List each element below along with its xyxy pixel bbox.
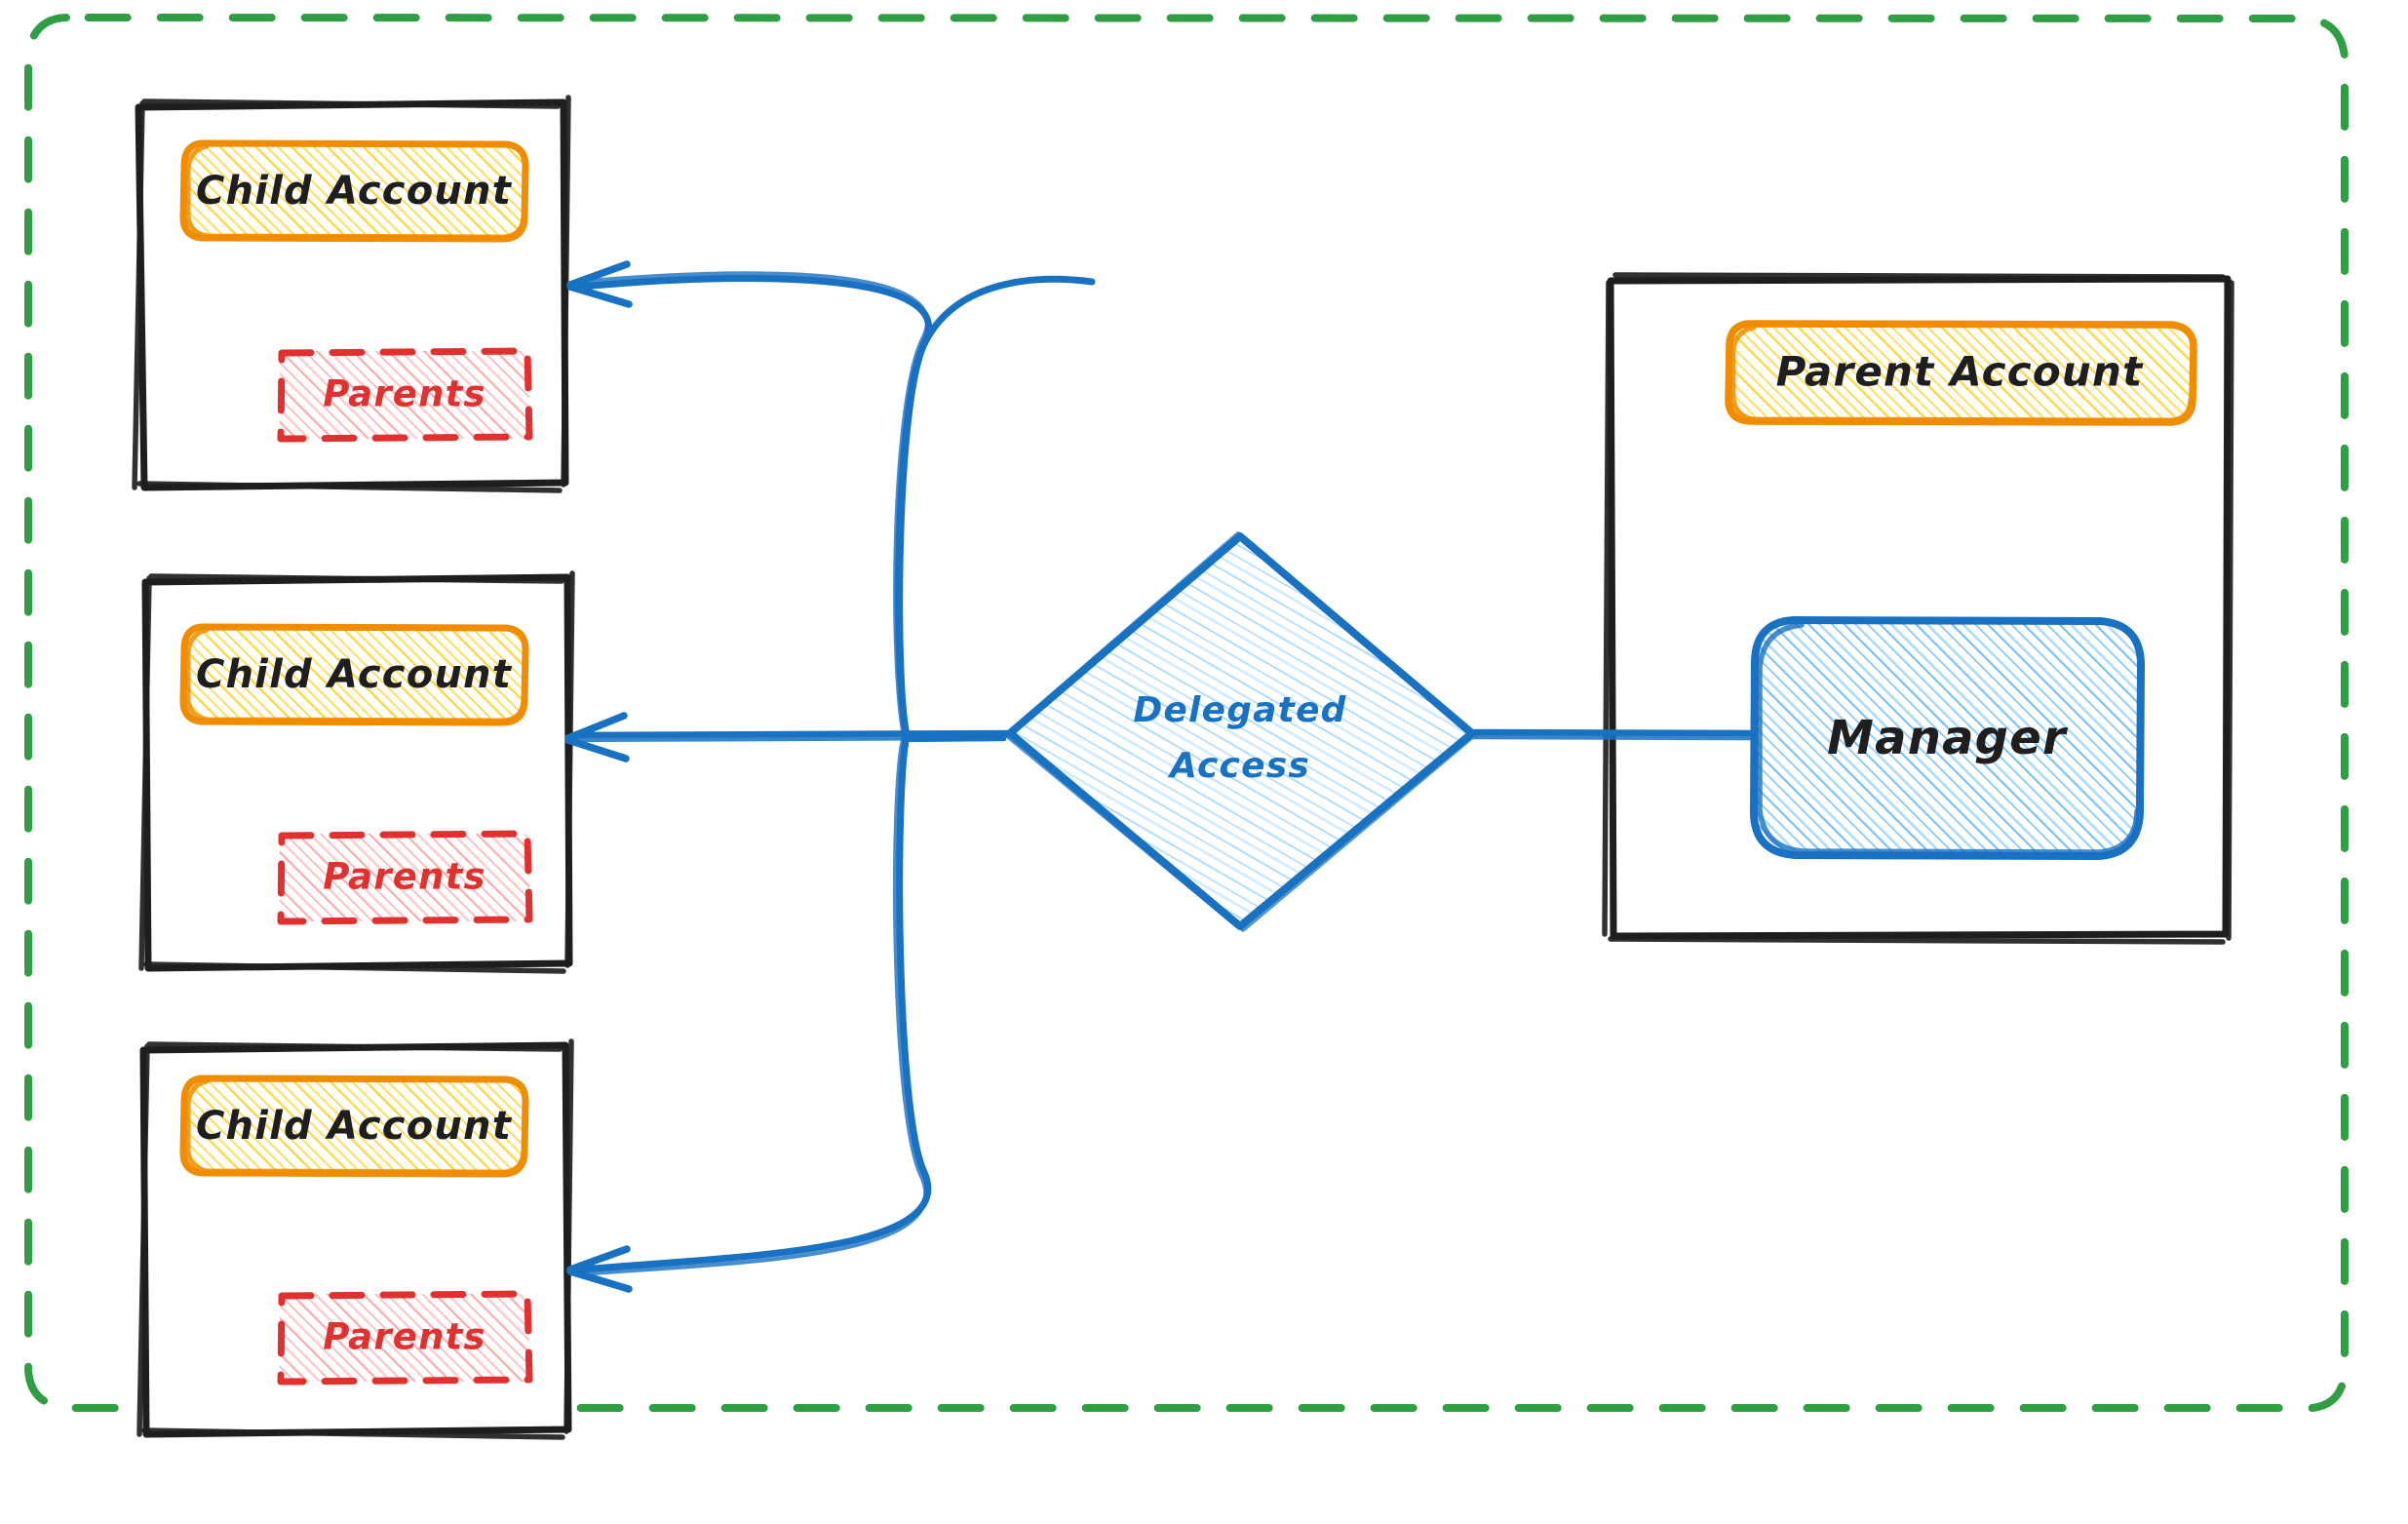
- edge-manager-to-delegated-access[interactable]: [1471, 728, 1756, 741]
- parents-node-3[interactable]: Parents: [277, 1290, 533, 1386]
- edge-delegated-access-to-child-1[interactable]: [566, 260, 1096, 743]
- parents-label-1: Parents: [323, 373, 486, 415]
- parents-node-2[interactable]: Parents: [277, 830, 533, 925]
- child-account-label-2: Child Account: [196, 652, 513, 697]
- parents-label-3: Parents: [323, 1316, 486, 1358]
- delegated-access-node[interactable]: Delegated Access: [1004, 531, 1477, 932]
- organization-boundary: [24, 13, 2349, 1412]
- parent-account-label: Parent Account: [1776, 348, 2144, 396]
- delegated-access-label-line2: Access: [1167, 746, 1310, 786]
- manager-label: Manager: [1827, 711, 2069, 765]
- parent-account-node[interactable]: Parent Account: [1725, 320, 2197, 426]
- parents-label-2: Parents: [323, 856, 486, 898]
- edge-delegated-access-to-child-3[interactable]: [566, 730, 1012, 1293]
- child-account-node-2[interactable]: Child Account: [179, 623, 529, 726]
- child-account-container-2[interactable]: Child Account Parents: [138, 570, 575, 974]
- parents-node-1[interactable]: Parents: [277, 347, 533, 443]
- manager-node[interactable]: Manager: [1750, 616, 2145, 860]
- child-account-label-1: Child Account: [196, 169, 513, 214]
- delegated-access-label-line1: Delegated: [1133, 690, 1346, 730]
- child-account-node-3[interactable]: Child Account: [179, 1075, 529, 1178]
- child-account-container-3[interactable]: Child Account Parents: [136, 1038, 574, 1440]
- child-account-label-3: Child Account: [196, 1104, 513, 1149]
- parent-account-container[interactable]: Parent Account Manager: [1602, 272, 2234, 945]
- child-account-container-1[interactable]: Child Account Parents: [132, 95, 571, 493]
- child-account-node-1[interactable]: Child Account: [179, 139, 529, 243]
